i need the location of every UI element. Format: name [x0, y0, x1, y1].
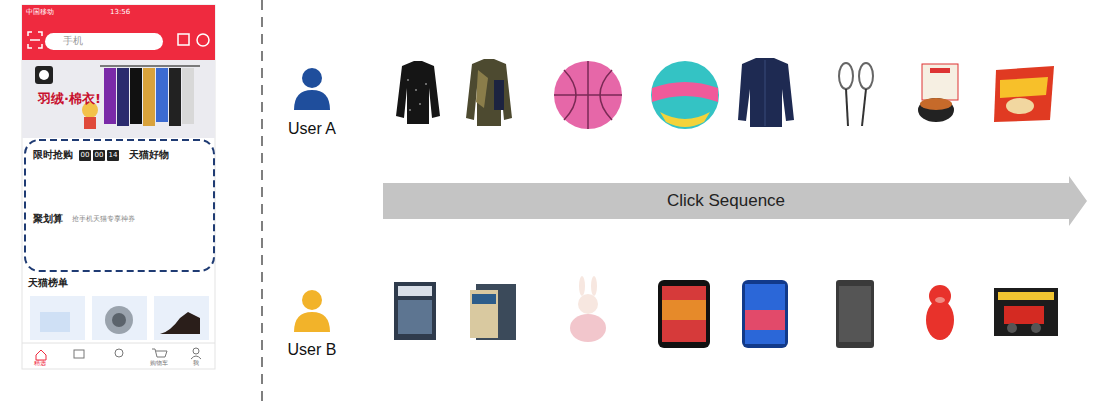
user-label: User B: [288, 341, 337, 359]
ui-label: 购物车: [150, 360, 168, 367]
panel-title: 00: [95, 151, 104, 159]
ui-label: 我: [193, 360, 199, 367]
nav-divider: [22, 343, 215, 344]
sequence-arrow: Click Sequence: [383, 176, 1087, 226]
highlight-region: [25, 140, 214, 271]
ui-panel: 天猫好物: [126, 146, 210, 206]
panel-title: 手机: [63, 35, 83, 47]
ui-panel: 00: [79, 150, 91, 161]
phone-screen: [22, 5, 215, 369]
ranking-items: [30, 296, 209, 340]
separator-line: [261, 0, 263, 406]
user-b-icon: [294, 290, 330, 332]
ui-label: 精选: [34, 360, 46, 367]
app-header: [22, 5, 215, 60]
user-label: User A: [288, 120, 336, 138]
ui-label: 羽绒·棉衣!: [38, 92, 101, 107]
arrow-label: Click Sequence: [667, 191, 785, 211]
ui-label: 中国移动: [26, 8, 54, 16]
ui-label: 天猫榜单: [28, 277, 68, 289]
panel-title: 聚划算: [33, 213, 63, 225]
panel-title: 抢手机天猫专享神券: [72, 215, 135, 223]
banner: [22, 60, 215, 138]
banner-clothes: [35, 66, 200, 129]
user-b-items: [394, 276, 1058, 348]
ui-panel: 00: [93, 150, 105, 161]
nav-icons: [36, 348, 201, 360]
ui-panel: 聚划算 抢手机天猫专享神券: [30, 210, 210, 266]
ui-panel: 手机: [45, 33, 163, 50]
user-a-items: [396, 58, 1054, 129]
panel-title: 限时抢购: [33, 149, 73, 161]
ui-panel: 限时抢购 00 00 14: [30, 146, 122, 206]
panel-title: 天猫好物: [129, 149, 169, 161]
arrow-band: [383, 176, 1087, 226]
panel-title: 00: [81, 151, 90, 159]
ui-panel: 14: [107, 150, 119, 161]
ui-label: 13:56: [110, 8, 130, 16]
panel-title: 14: [109, 151, 118, 159]
user-a-icon: [294, 68, 330, 110]
